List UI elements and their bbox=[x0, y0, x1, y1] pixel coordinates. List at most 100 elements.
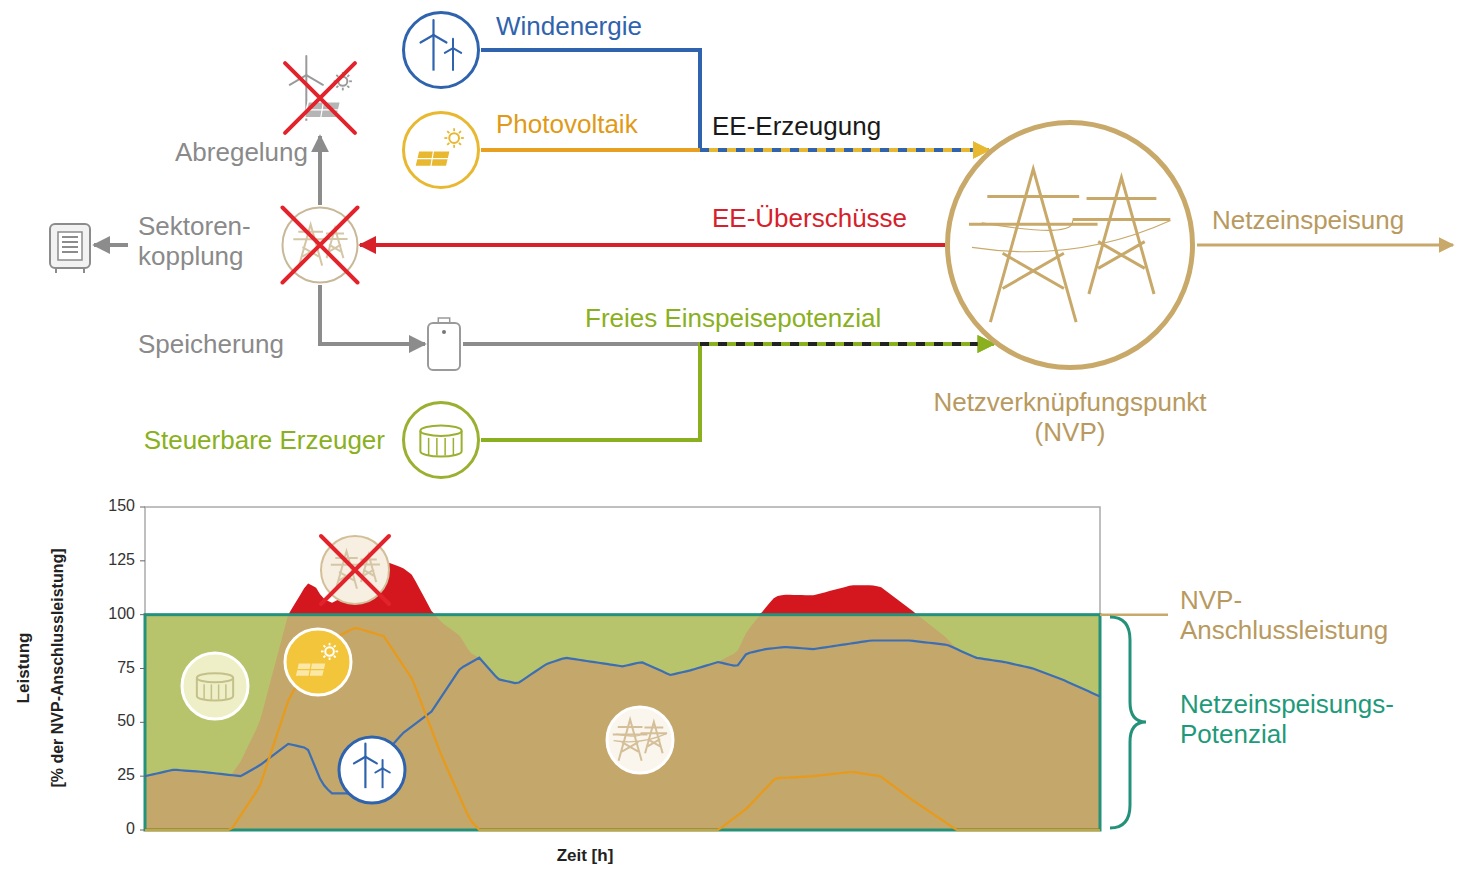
turbine-blade bbox=[306, 75, 323, 85]
sun-ray bbox=[336, 86, 338, 88]
tick-mark bbox=[140, 507, 145, 508]
sun-ray bbox=[447, 131, 449, 133]
sun bbox=[449, 133, 459, 143]
turbine-tower bbox=[382, 768, 384, 788]
sink-coil bbox=[62, 237, 78, 252]
sun-ray bbox=[447, 143, 449, 145]
tick-label: 75 bbox=[93, 659, 135, 677]
icon-circle bbox=[321, 536, 389, 604]
sun-ray bbox=[459, 143, 461, 145]
tick-label: 125 bbox=[93, 551, 135, 569]
icon-circle bbox=[339, 737, 405, 803]
node-label: Speicherung bbox=[138, 330, 284, 360]
sun-ray bbox=[444, 137, 447, 139]
flow-arrow bbox=[481, 148, 989, 152]
tick-label: 0 bbox=[93, 820, 135, 838]
pv-grid bbox=[417, 151, 449, 167]
pv-panel bbox=[415, 151, 451, 167]
pv-grid bbox=[297, 663, 325, 677]
power-wire bbox=[614, 733, 667, 741]
cross-mark bbox=[283, 208, 358, 283]
edge-label: EE-Überschüsse bbox=[712, 204, 907, 234]
node-label: Sektoren- kopplung bbox=[138, 212, 278, 272]
tank-stripe bbox=[453, 438, 455, 456]
turbine-blade bbox=[452, 39, 454, 48]
icon-circle bbox=[948, 123, 1193, 368]
pv-panel bbox=[295, 663, 326, 677]
pv-circle: Photovoltaik bbox=[401, 110, 481, 190]
coupling-icon bbox=[321, 536, 389, 604]
flow-arrow bbox=[481, 50, 989, 150]
node-label: Netzverknüpfungspunkt (NVP) bbox=[915, 388, 1225, 448]
potential-label: Netzeinspeisungs- Potenzial bbox=[1180, 690, 1448, 750]
tick-label: 150 bbox=[93, 497, 135, 515]
icon-circle bbox=[607, 707, 673, 773]
curly-brace bbox=[1110, 617, 1146, 828]
controllable-icon bbox=[182, 653, 248, 719]
sun-ray bbox=[323, 656, 325, 658]
node-label: Steuerbare Erzeuger bbox=[90, 426, 385, 456]
flow-arrow bbox=[360, 243, 945, 247]
potential-border bbox=[145, 615, 1100, 830]
tick-label: 25 bbox=[93, 766, 135, 784]
cross-mark bbox=[285, 63, 355, 133]
turbine-blade bbox=[421, 35, 434, 42]
controllable-circle: Steuerbare Erzeuger bbox=[401, 400, 481, 480]
flow-arrow bbox=[463, 342, 994, 346]
tick-label: 50 bbox=[93, 712, 135, 730]
node-shape bbox=[401, 400, 481, 480]
node-shape bbox=[401, 110, 481, 190]
tank-stripe bbox=[218, 684, 220, 699]
node-label: Photovoltaik bbox=[496, 110, 638, 140]
tick-mark bbox=[140, 614, 145, 615]
feed-in-potential-area bbox=[145, 615, 1100, 830]
tick-label: 100 bbox=[93, 605, 135, 623]
sink-window bbox=[58, 232, 82, 260]
flow-arrow bbox=[481, 344, 994, 440]
sun-ray bbox=[342, 88, 344, 91]
icon-circle bbox=[182, 653, 248, 719]
sun-ray bbox=[336, 75, 338, 77]
flow-arrow bbox=[320, 285, 425, 344]
pylon bbox=[969, 169, 1098, 322]
tank-stripe bbox=[444, 438, 446, 456]
turbine-tower bbox=[432, 35, 434, 71]
tank-top bbox=[420, 425, 461, 436]
icon-circle bbox=[404, 13, 479, 88]
capacity-label: NVP- Anschlussleistung bbox=[1180, 586, 1448, 646]
sun-ray bbox=[321, 651, 324, 653]
feed-in-arrow bbox=[1197, 244, 1453, 247]
turbine-blade bbox=[354, 757, 365, 764]
plot-frame bbox=[145, 507, 1100, 830]
tick-mark bbox=[140, 560, 145, 561]
grid-connection-circle: Netzverknüpfungspunkt (NVP) bbox=[945, 120, 1195, 370]
icon-circle bbox=[285, 629, 351, 695]
flow-overlay bbox=[700, 342, 978, 346]
tank-stripe bbox=[211, 684, 213, 699]
node-label: Windenergie bbox=[496, 12, 642, 42]
edge-label: EE-Erzeugung bbox=[712, 112, 881, 142]
sun-ray bbox=[461, 137, 464, 139]
sun-ray bbox=[347, 75, 349, 77]
edge-label: Freies Einspeisepotenzial bbox=[585, 304, 881, 334]
node-shape bbox=[280, 205, 360, 285]
icon-circle bbox=[404, 403, 479, 478]
tick-mark bbox=[140, 668, 145, 669]
pylon bbox=[1073, 178, 1171, 294]
pylon bbox=[641, 722, 667, 753]
sun-ray bbox=[323, 645, 325, 647]
sink-housing bbox=[50, 224, 90, 268]
sun-ray bbox=[453, 128, 455, 131]
tick-mark bbox=[140, 830, 145, 831]
sink-icon bbox=[50, 224, 90, 273]
axis-title: Zeit [h] bbox=[557, 846, 614, 866]
surplus-area bbox=[145, 561, 1100, 615]
node-shape bbox=[282, 60, 358, 136]
node-shape bbox=[401, 10, 481, 90]
pv-line bbox=[145, 628, 1100, 830]
tick-mark bbox=[140, 776, 145, 777]
turbine-tower bbox=[452, 48, 454, 71]
sun-ray bbox=[334, 656, 336, 658]
turbine-blade bbox=[453, 48, 461, 53]
